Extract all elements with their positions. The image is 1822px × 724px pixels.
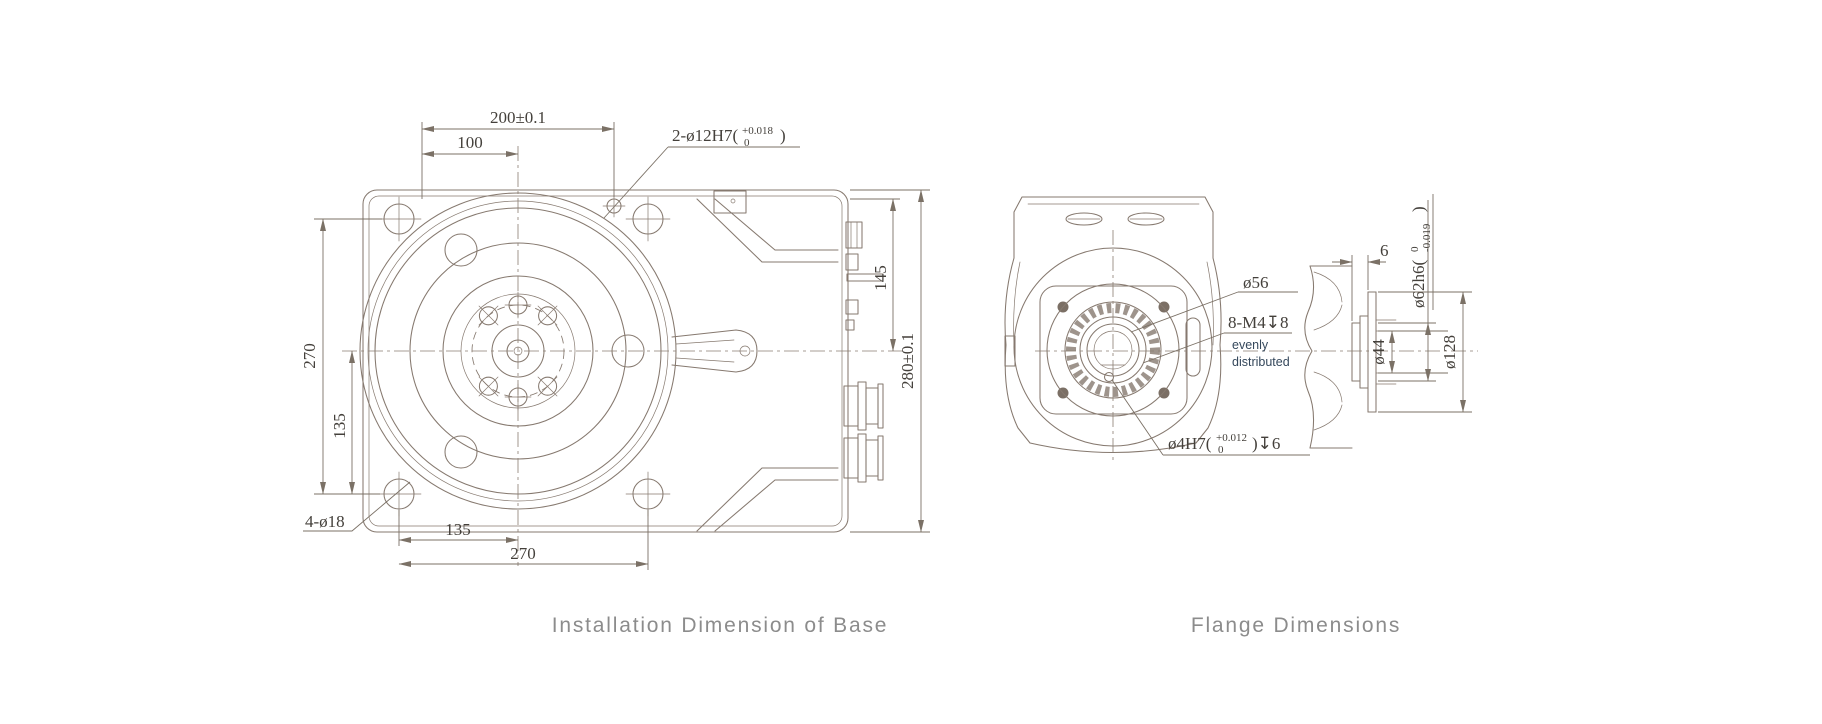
base-plate-outline [362, 189, 849, 533]
base-dimensions: 200±0.1 100 2-ø12H7( +0.018 0 ) 270 135 [300, 108, 930, 570]
tapped-note-line1: evenly [1232, 338, 1269, 352]
dim-height-inner: 145 [871, 265, 890, 291]
tapped-holes-label: 8-M4↧8 [1228, 313, 1289, 332]
dim-height-outer: 270 [300, 343, 319, 369]
pin-hole [1103, 371, 1115, 383]
pin-label: ø4H7( [1168, 434, 1212, 453]
spigot-dia-dim: ø62h6( 0 -0.019 ) [1378, 194, 1436, 382]
flange-center-lines [1035, 230, 1478, 460]
flange-section [1304, 265, 1399, 449]
flange-view: ø56 8-M4↧8 evenly distributed ø4H7( +0.0… [1004, 194, 1478, 460]
spigot-length-dim: 6 [1332, 241, 1389, 321]
corner-holes-callout: 4-ø18 [303, 481, 411, 532]
dowel-hole-callout: 2-ø12H7( +0.018 0 ) [603, 125, 800, 219]
boss-dia-label: ø56 [1243, 273, 1269, 292]
spigot-tol-lower: -0.019 [1421, 223, 1433, 252]
corner-holes-label: 4-ø18 [305, 512, 345, 531]
pin-hole-callout: ø4H7( +0.012 0 )↧6 [1111, 379, 1310, 456]
flange-view-caption: Flange Dimensions [1190, 614, 1402, 637]
dowel-hole [602, 194, 626, 218]
dim-width-outer: 200±0.1 [490, 108, 546, 127]
bolt-circle-label: ø44 [1369, 339, 1388, 365]
corner-ribs [696, 198, 839, 532]
tapped-note-line2: distributed [1232, 355, 1290, 369]
dim-height-half: 135 [330, 413, 349, 439]
dowel-tol-lower: 0 [744, 137, 750, 149]
spigot-tol-upper: 0 [1409, 246, 1421, 252]
base-view: 200±0.1 100 2-ø12H7( +0.018 0 ) 270 135 [300, 108, 930, 570]
pin-label-close: )↧6 [1252, 434, 1280, 453]
spigot-length-label: 6 [1380, 241, 1389, 260]
boss-dia-callout: ø56 [1130, 273, 1298, 333]
dim-height-total: 280±0.1 [898, 333, 917, 389]
tapped-holes-callout: 8-M4↧8 evenly distributed [1142, 313, 1292, 369]
flange-dia-label: ø128 [1440, 335, 1459, 369]
base-view-caption: Installation Dimension of Base [551, 614, 889, 637]
corner-mounting-holes [376, 196, 671, 517]
flange-dimensions: ø56 8-M4↧8 evenly distributed ø4H7( +0.0… [1111, 194, 1472, 456]
spigot-dia-close: ) [1409, 206, 1428, 212]
pin-tol-lower: 0 [1218, 444, 1224, 456]
pin-tol-upper: +0.012 [1216, 432, 1247, 444]
side-connectors [843, 221, 884, 483]
spigot-dia-label: ø62h6( [1409, 260, 1428, 309]
connector-block-1 [843, 381, 884, 431]
connector-block-2 [843, 433, 884, 483]
dim-width-half: 100 [457, 133, 483, 152]
dim-bottom-half: 135 [445, 520, 471, 539]
dowel-tol-upper: +0.018 [742, 125, 773, 137]
flange-dia-dim: ø128 [1378, 291, 1472, 413]
bolt-circle-dim: ø44 [1369, 330, 1448, 374]
dowel-label-close: ) [780, 126, 786, 145]
dowel-label: 2-ø12H7( [672, 126, 738, 145]
dim-bottom-outer: 270 [510, 544, 536, 563]
base-center-lines [342, 146, 906, 566]
